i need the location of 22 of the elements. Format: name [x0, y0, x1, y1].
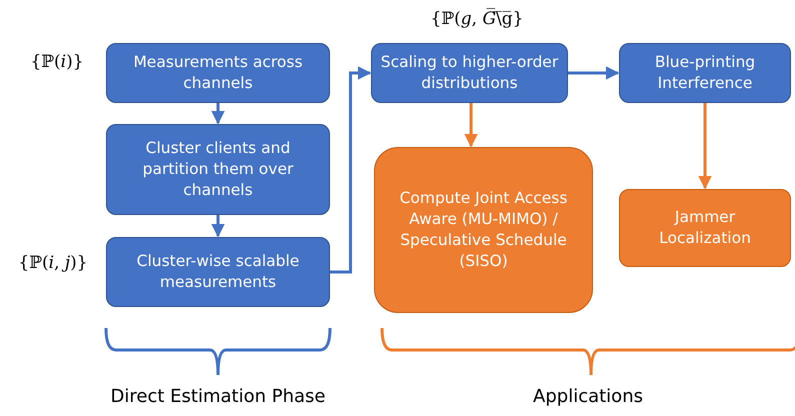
arrow — [698, 103, 712, 190]
arrow — [464, 103, 478, 148]
arrow — [211, 103, 225, 124]
application-box — [619, 189, 791, 267]
box-label: Scaling to higher-order distributions — [380, 52, 559, 94]
box-label: Blue-printing Interference — [654, 52, 756, 94]
group-label: Direct Estimation Phase — [110, 386, 326, 407]
box-label: Cluster clients and partition them over channels — [142, 138, 294, 201]
probability-formula: {ℙ(g, G̅\̅g̅} — [430, 9, 524, 29]
box-label: Jammer Localization — [658, 207, 752, 249]
process-box — [106, 124, 330, 215]
application-box — [374, 147, 593, 313]
arrow — [211, 215, 225, 238]
group-label: Applications — [533, 386, 643, 407]
probability-formula: {ℙ(i)} — [29, 52, 85, 72]
arrow — [568, 66, 620, 80]
box-label: Measurements across channels — [132, 52, 304, 94]
process-box — [619, 43, 791, 103]
arrow — [330, 66, 372, 274]
probability-formula: {ℙ(i, j)} — [17, 253, 89, 273]
box-label: Compute Joint Access Aware (MU-MIMO) / Speculative Schedule (SISO) — [398, 188, 568, 272]
box-label: Cluster-wise scalable measurements — [136, 251, 300, 293]
